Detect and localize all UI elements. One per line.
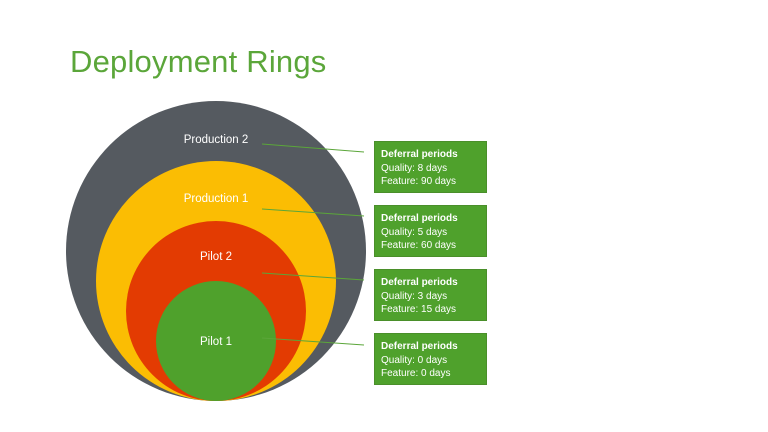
deferral-heading: Deferral periods [381, 341, 458, 352]
ring-label-pilot-2: Pilot 2 [200, 251, 232, 263]
deferral-box-production-2: Deferral periods Quality: 8 days Feature… [374, 141, 487, 193]
deferral-feature: Feature: 15 days [381, 304, 457, 315]
slide-title: Deployment Rings [70, 44, 327, 79]
deferral-quality: Quality: 3 days [381, 290, 448, 302]
deferral-heading: Deferral periods [381, 277, 458, 288]
deferral-heading: Deferral periods [381, 149, 458, 160]
deferral-quality: Quality: 8 days [381, 162, 448, 174]
connector-production-1 [261, 208, 365, 217]
ring-pilot-1 [156, 281, 276, 401]
deferral-feature: Feature: 90 days [381, 176, 457, 187]
deferral-quality: Quality: 5 days [381, 226, 448, 238]
deferral-quality: Quality: 0 days [381, 354, 448, 366]
deferral-box-pilot-1: Deferral periods Quality: 0 days Feature… [374, 333, 487, 385]
deferral-box-production-1: Deferral periods Quality: 5 days Feature… [374, 205, 487, 257]
deferral-feature: Feature: 0 days [381, 368, 451, 379]
ring-label-production-1: Production 1 [184, 193, 249, 205]
deferral-box-pilot-2: Deferral periods Quality: 3 days Feature… [374, 269, 487, 321]
connector-pilot-1 [261, 337, 365, 346]
ring-label-production-2: Production 2 [184, 134, 249, 146]
connector-production-2 [261, 143, 365, 153]
ring-label-pilot-1: Pilot 1 [200, 336, 232, 348]
deferral-feature: Feature: 60 days [381, 240, 457, 251]
deferral-heading: Deferral periods [381, 213, 458, 224]
connector-pilot-2 [261, 272, 365, 281]
